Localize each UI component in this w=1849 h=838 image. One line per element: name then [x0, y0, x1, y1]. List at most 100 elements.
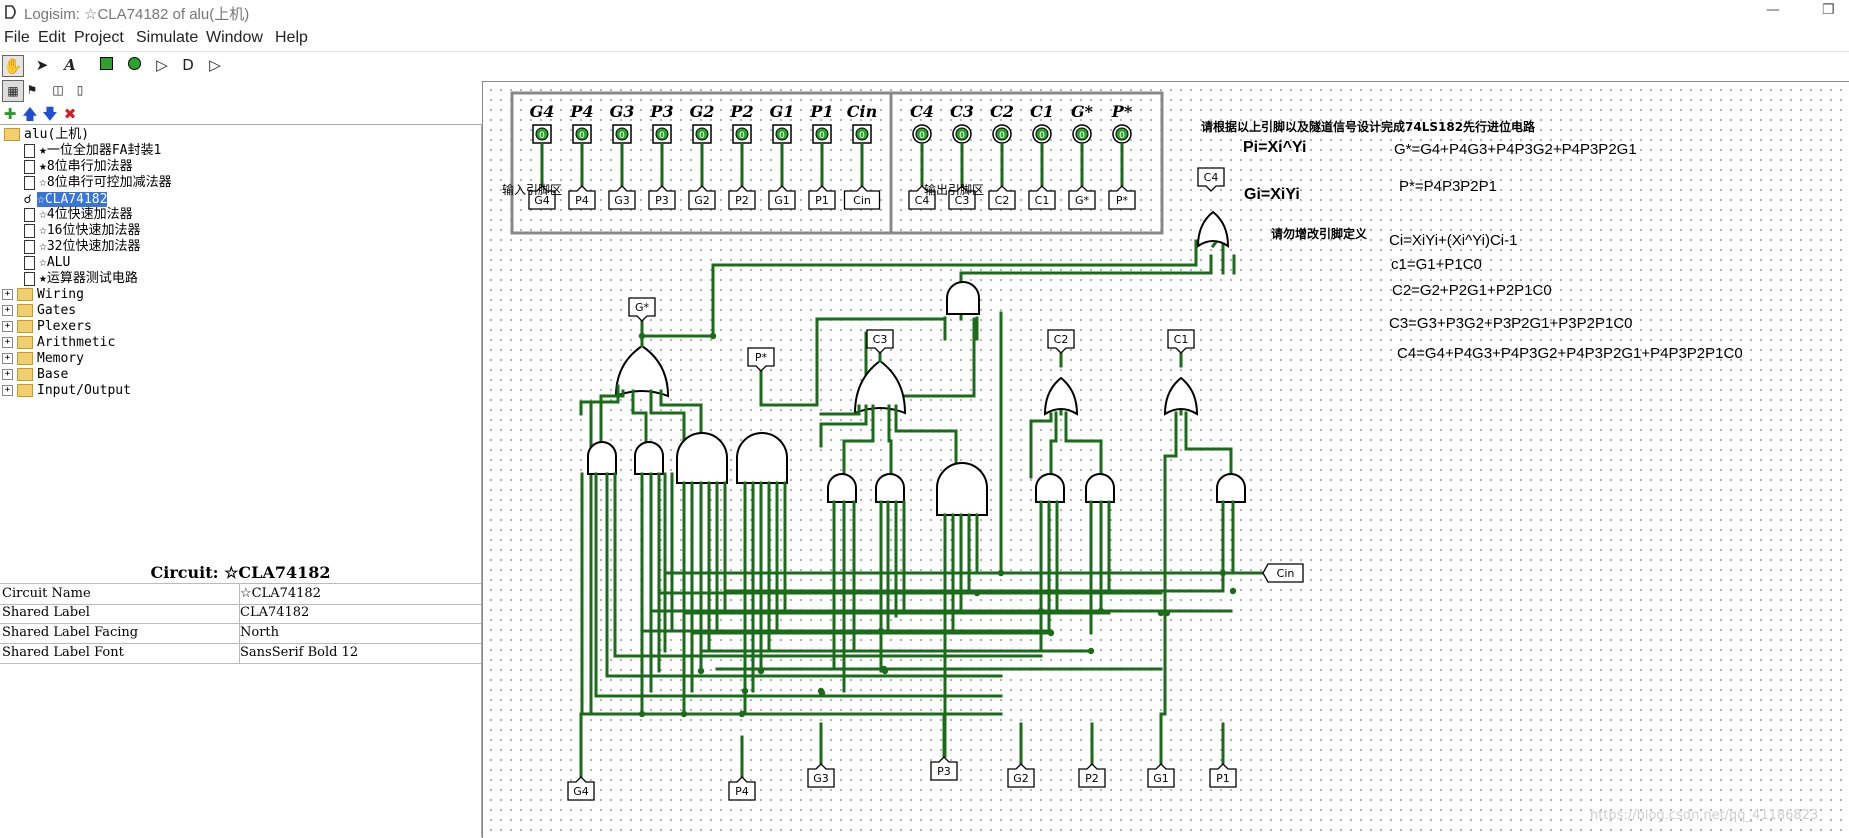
- input-pin-zero: 0: [619, 131, 625, 141]
- minimize-icon[interactable]: —: [1766, 2, 1780, 18]
- expand-icon[interactable]: +: [2, 369, 13, 380]
- tree-circuit-item[interactable]: ☆4位快速加法器: [24, 207, 133, 223]
- output-pin-tunnel-C1: C1: [1028, 185, 1056, 210]
- output-pin-icon[interactable]: [124, 55, 144, 75]
- tree-library-arithmetic[interactable]: +Arithmetic: [2, 335, 115, 351]
- input-pin-value: [775, 127, 789, 141]
- hand-poke-icon[interactable]: ✋: [2, 55, 24, 77]
- output-pin-name: C4: [910, 102, 934, 121]
- add-circuit-icon[interactable]: ✚: [3, 105, 17, 123]
- tunnel-label: P1: [1216, 772, 1230, 785]
- menu-edit[interactable]: Edit: [38, 29, 66, 46]
- tunnel-shape: [1068, 185, 1096, 210]
- menu-window[interactable]: Window: [206, 29, 263, 46]
- input-pin-zero: 0: [739, 131, 745, 141]
- circuit-icon: [24, 271, 35, 286]
- tree-library-wiring[interactable]: +Wiring: [2, 287, 84, 303]
- wire-junction: [709, 332, 717, 340]
- input-tunnel-Cin: Cin: [843, 185, 881, 210]
- wire-junction: [1097, 607, 1105, 615]
- tree-library-gates[interactable]: +Gates: [2, 303, 76, 319]
- output-pin-zero: 0: [1079, 131, 1085, 141]
- input-pin-zero: 0: [779, 131, 785, 141]
- tree-circuit-item[interactable]: ☆ALU: [24, 255, 70, 271]
- tree-root[interactable]: alu(上机): [4, 127, 89, 143]
- output-pin-zero: 0: [919, 131, 925, 141]
- tunnel-shape: [866, 329, 894, 354]
- wire-junction: [881, 667, 889, 675]
- tunnel-shape: [1147, 763, 1175, 788]
- tree-circuit-item-selected[interactable]: ☌☆CLA74182: [24, 192, 108, 207]
- text-tool-icon[interactable]: A: [64, 56, 76, 74]
- tunnel-label: G2: [1013, 772, 1029, 785]
- menu-file[interactable]: File: [4, 29, 30, 46]
- or-gate: [1196, 210, 1230, 248]
- move-up-icon[interactable]: 🡅: [22, 105, 38, 123]
- title-bar: Logisim: ☆CLA74182 of alu(上机) — ❐: [0, 0, 1849, 25]
- tree-library-base[interactable]: +Base: [2, 367, 68, 383]
- tunnel-label: G1: [774, 194, 790, 207]
- restore-icon[interactable]: ❐: [1822, 2, 1835, 18]
- tree-circuit-item[interactable]: ☆32位快速加法器: [24, 239, 140, 255]
- expand-icon[interactable]: +: [2, 385, 13, 396]
- tree-circuit-item[interactable]: ☆16位快速加法器: [24, 223, 140, 239]
- tunnel-shape: [1167, 329, 1195, 354]
- and-gate: [827, 473, 857, 503]
- wire-junction: [757, 667, 765, 675]
- simulation-view-icon[interactable]: ⚑: [26, 83, 38, 97]
- tunnel-shape: [1078, 763, 1106, 788]
- logisim-app-icon: [5, 5, 16, 19]
- expand-icon[interactable]: +: [2, 305, 13, 316]
- menu-project[interactable]: Project: [74, 29, 124, 46]
- output-pin-zero: 0: [1039, 131, 1045, 141]
- output-pin-zero: 0: [1119, 131, 1125, 141]
- layout-view-icon[interactable]: ◫: [52, 83, 64, 97]
- input-tunnel-P2: P2: [728, 185, 756, 210]
- tunnel-cin: Cin: [1262, 563, 1304, 583]
- output-pin-name: C3: [950, 102, 974, 121]
- tree-library-memory[interactable]: +Memory: [2, 351, 84, 367]
- not-gate-icon[interactable]: ▷: [156, 56, 168, 74]
- tree-circuit-item[interactable]: ★一位全加器FA封装1: [24, 143, 161, 159]
- delete-icon[interactable]: ✖: [63, 105, 77, 123]
- or-gate: [1163, 376, 1199, 416]
- arrow-select-icon[interactable]: ➤: [35, 56, 49, 74]
- bottom-tunnel-G3: G3: [807, 763, 835, 788]
- tunnel-label: P1: [815, 194, 829, 207]
- move-down-icon[interactable]: 🡇: [42, 105, 58, 123]
- tunnel-label: P2: [735, 194, 749, 207]
- and-gate: [587, 441, 617, 475]
- tree-circuit-item[interactable]: ★运算器测试电路: [24, 271, 138, 287]
- wire: [819, 404, 868, 448]
- menu-help[interactable]: Help: [275, 29, 308, 46]
- tree-library-plexers[interactable]: +Plexers: [2, 319, 92, 335]
- tree-circuit-item[interactable]: ★8位串行加法器: [24, 159, 133, 175]
- toolbox-view-icon[interactable]: ▦: [2, 80, 24, 102]
- circuit-icon: [24, 255, 35, 270]
- tree-library-input-output[interactable]: +Input/Output: [2, 383, 131, 399]
- expand-icon[interactable]: +: [2, 353, 13, 364]
- input-pin-icon[interactable]: [96, 55, 116, 75]
- menu-simulate[interactable]: Simulate: [136, 29, 199, 46]
- output-pin-zero: 0: [999, 131, 1005, 141]
- folder-icon: [4, 128, 20, 141]
- expand-icon[interactable]: +: [2, 321, 13, 332]
- attribute-row[interactable]: Circuit Name☆CLA74182: [0, 583, 481, 605]
- input-pin-value: [735, 127, 749, 141]
- expand-icon[interactable]: +: [2, 289, 13, 300]
- and-gate: [1216, 473, 1246, 503]
- tunnel-label: P2: [1085, 772, 1099, 785]
- output-pin-name: C2: [990, 102, 1014, 121]
- expand-icon[interactable]: +: [2, 337, 13, 348]
- and-gate-icon[interactable]: D: [182, 56, 194, 74]
- wire-junction: [1087, 647, 1095, 655]
- appearance-view-icon[interactable]: ▯: [76, 83, 84, 97]
- folder-icon: [17, 336, 33, 349]
- tunnel-shape: [1028, 185, 1056, 210]
- or-gate-icon[interactable]: ▷: [209, 56, 221, 74]
- tree-circuit-item[interactable]: ☆8位串行可控加减法器: [24, 175, 172, 191]
